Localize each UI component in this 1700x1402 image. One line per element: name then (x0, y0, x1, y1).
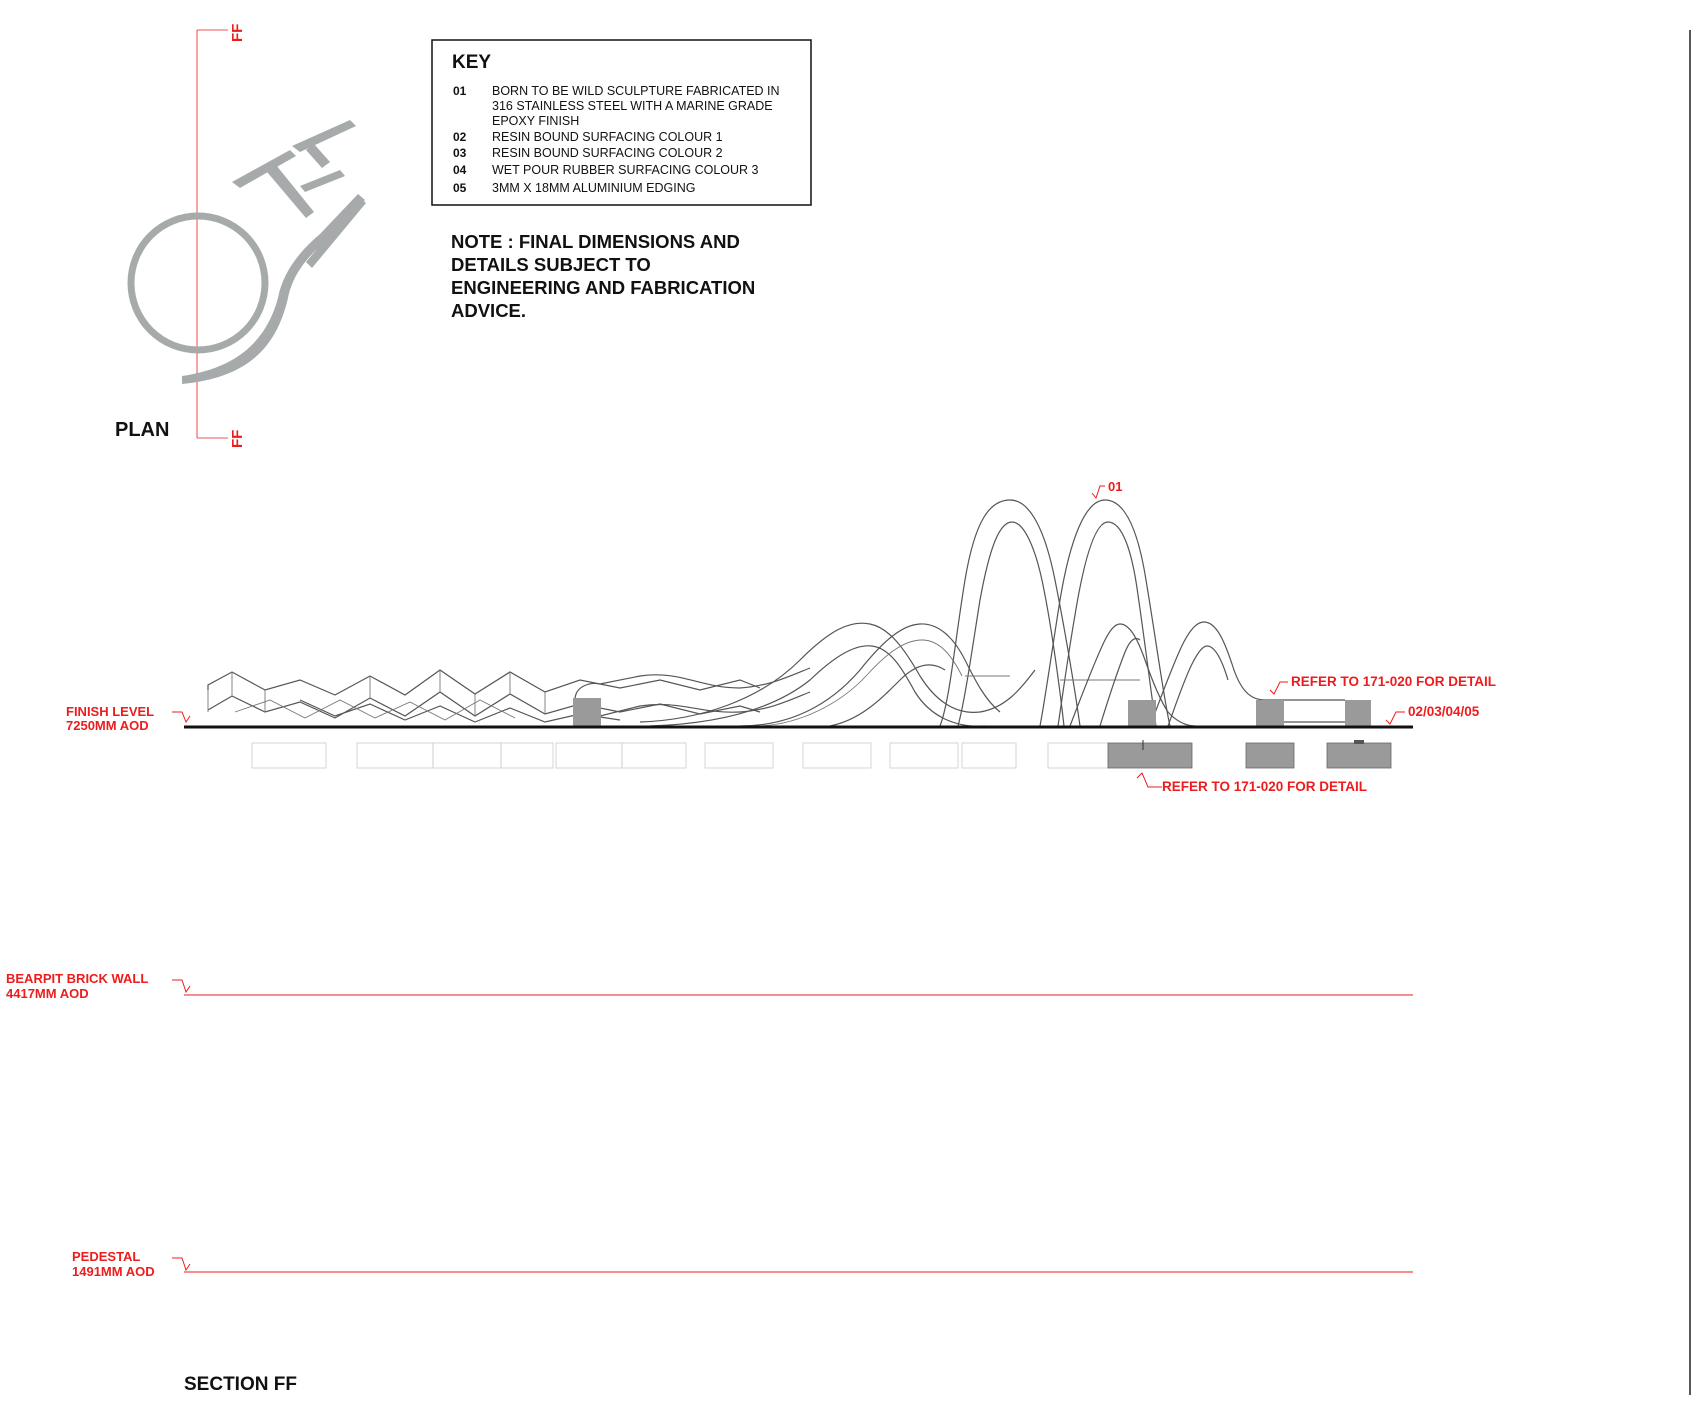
callout-sculpture: 01 (1108, 479, 1122, 494)
key-code-05: 05 (453, 181, 467, 195)
key-title: KEY (452, 52, 491, 73)
footing-1 (1107, 742, 1193, 769)
key-code-01: 01 (453, 84, 467, 98)
key-item-04: WET POUR RUBBER SURFACING COLOUR 3 (492, 163, 759, 177)
annotations: FINISH LEVEL 7250MM AOD BEARPIT BRICK WA… (6, 479, 1496, 1395)
key-item-01-line3: EPOXY FINISH (492, 114, 579, 128)
sculpture-mid-waves (639, 622, 1036, 727)
plan-ribbon-outer (182, 194, 365, 384)
plinth-4 (1345, 700, 1371, 726)
key-item-01-line1: BORN TO BE WILD SCULPTURE FABRICATED IN (492, 84, 780, 98)
key-panel: KEY 01 BORN TO BE WILD SCULPTURE FABRICA… (431, 39, 812, 206)
sculpture-low-ribbons (207, 667, 811, 723)
section-elevation (184, 499, 1413, 1273)
section-mark-bottom: FF (229, 430, 246, 448)
key-item-03: RESIN BOUND SURFACING COLOUR 2 (492, 146, 723, 160)
plinth-3 (1256, 700, 1284, 726)
plan-strip-2 (262, 160, 314, 218)
plan-label: PLAN (115, 419, 169, 441)
plinth-1 (573, 698, 601, 726)
faint-footings (251, 742, 1109, 769)
key-code-04: 04 (453, 163, 467, 177)
plan-view: FF FF PLAN (115, 24, 366, 448)
plan-strip-4 (306, 144, 330, 168)
finish-level-value: 7250MM AOD (66, 718, 149, 733)
key-code-03: 03 (453, 146, 467, 160)
plan-ring (127, 212, 269, 354)
key-code-02: 02 (453, 130, 467, 144)
note-block: NOTE : FINAL DIMENSIONS AND DETAILS SUBJ… (451, 231, 755, 321)
ground-plinths (573, 698, 1371, 726)
plinth-2 (1128, 700, 1156, 726)
section-title: SECTION FF (184, 1374, 297, 1395)
pedestal-name: PEDESTAL (72, 1249, 140, 1264)
sculpture-tall-loops (939, 499, 1345, 727)
plan-sculpture-outline (127, 120, 366, 384)
footing-3 (1326, 742, 1392, 769)
key-item-02: RESIN BOUND SURFACING COLOUR 1 (492, 130, 723, 144)
key-box (431, 39, 812, 206)
note-line-1: NOTE : FINAL DIMENSIONS AND (451, 231, 740, 252)
plan-strip-1 (232, 150, 296, 188)
note-line-2: DETAILS SUBJECT TO (451, 254, 651, 275)
plan-ribbon-inner (306, 198, 366, 268)
pedestal-value: 1491MM AOD (72, 1264, 155, 1279)
callout-refer-top: REFER TO 171-020 FOR DETAIL (1291, 674, 1496, 689)
key-item-01-line2: 316 STAINLESS STEEL WITH A MARINE GRADE (492, 99, 773, 113)
section-mark-top: FF (229, 24, 246, 42)
foundation-footings (1107, 740, 1392, 769)
note-line-3: ENGINEERING AND FABRICATION (451, 277, 755, 298)
callout-refer-bottom: REFER TO 171-020 FOR DETAIL (1162, 779, 1367, 794)
bearpit-wall-value: 4417MM AOD (6, 986, 89, 1001)
bearpit-wall-name: BEARPIT BRICK WALL (6, 971, 148, 986)
plan-strip-5 (300, 170, 345, 192)
finish-level-name: FINISH LEVEL (66, 704, 154, 719)
key-item-05: 3MM X 18MM ALUMINIUM EDGING (492, 181, 696, 195)
footing-2 (1245, 742, 1295, 769)
note-line-4: ADVICE. (451, 300, 526, 321)
plan-strip-3 (292, 120, 356, 152)
callout-surfacing: 02/03/04/05 (1408, 704, 1480, 719)
